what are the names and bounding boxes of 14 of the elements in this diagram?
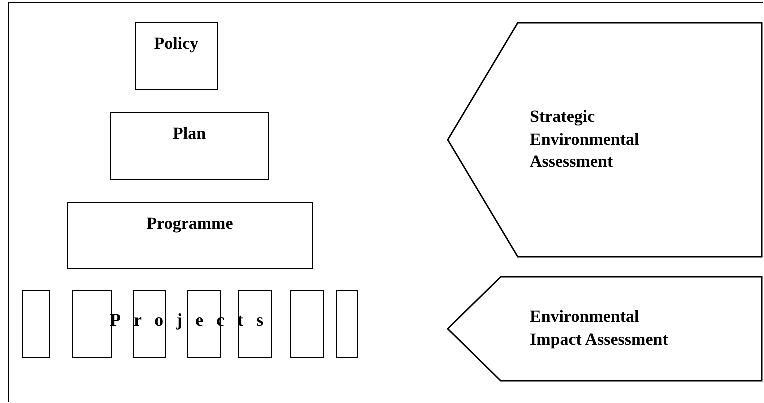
assessment-pentagon (447, 276, 763, 382)
plan-box (110, 112, 269, 180)
box-label: Plan (172, 124, 206, 144)
project-box (336, 290, 358, 358)
project-box (72, 290, 112, 358)
assessment-pentagon (447, 22, 763, 258)
policy-box (135, 22, 218, 90)
programme-box (67, 202, 313, 269)
project-box (290, 290, 324, 358)
pentagon-label: Strategic Environmental Assessment (530, 106, 640, 174)
pentagon-label: Environmental Impact Assessment (530, 306, 670, 351)
project-box (22, 290, 50, 358)
box-label: Policy (154, 34, 199, 54)
box-label: Programme (146, 214, 234, 234)
